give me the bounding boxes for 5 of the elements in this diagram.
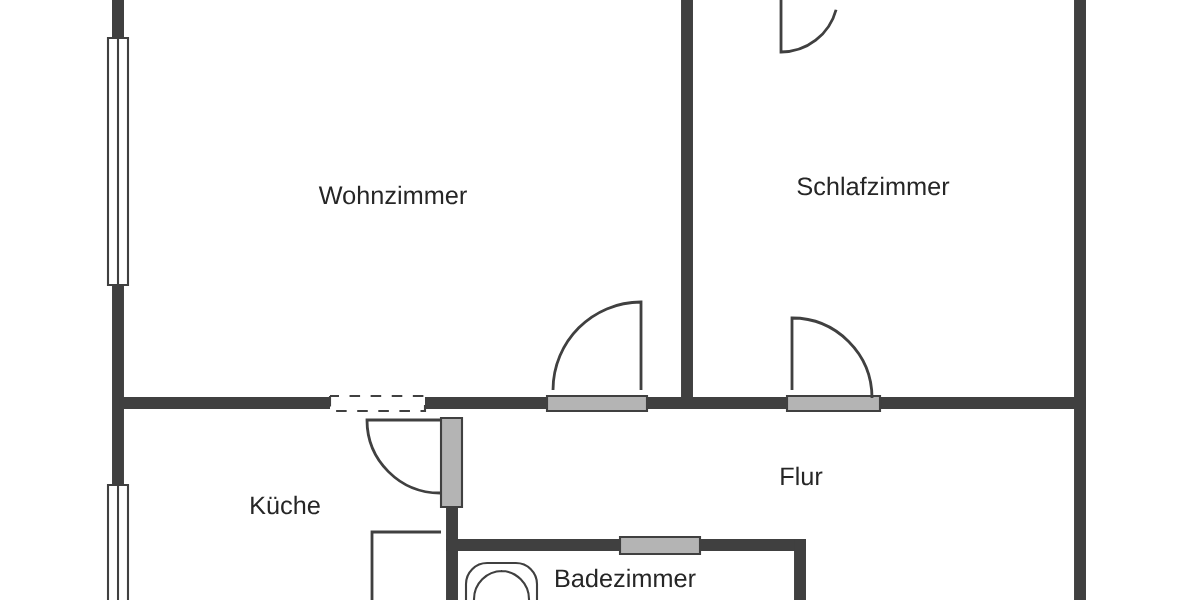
room-label: Schlafzimmer — [797, 176, 950, 196]
room-label: Küche — [251, 495, 320, 515]
room-label: Flur — [781, 466, 823, 486]
room-label: Wohnzimmer — [318, 185, 467, 205]
room-label: Badezimmer — [556, 568, 696, 588]
